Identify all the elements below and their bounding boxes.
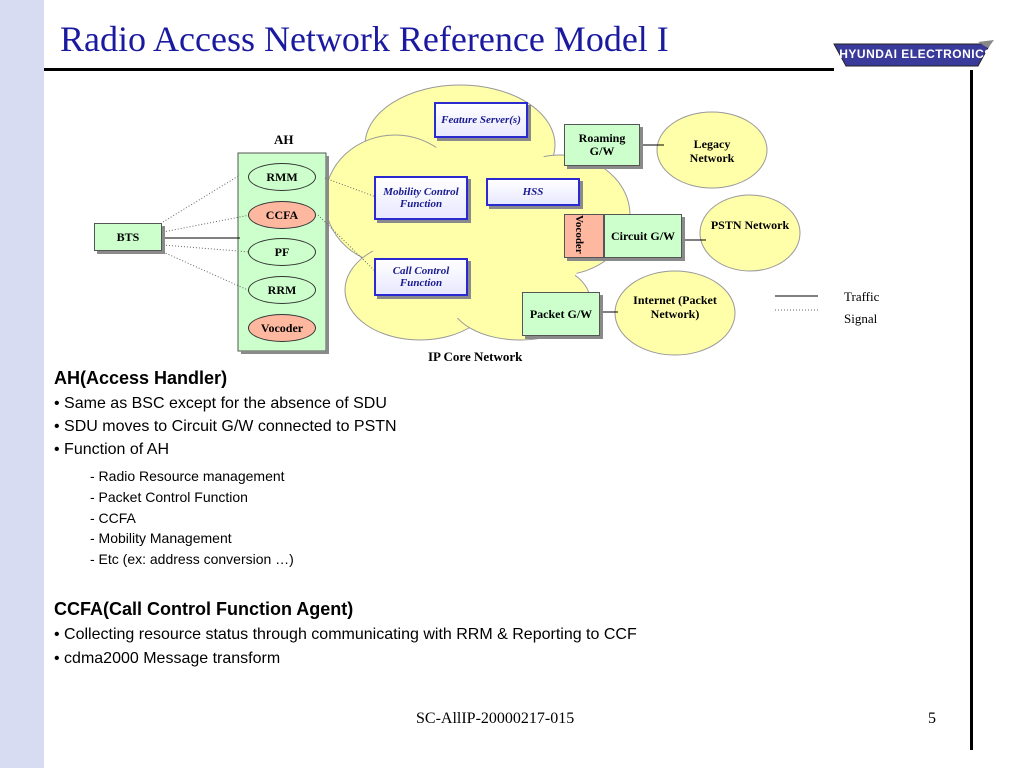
ah-label: AH bbox=[274, 132, 294, 147]
ah-bullet-2: • SDU moves to Circuit G/W connected to … bbox=[54, 418, 397, 435]
ah-heading: AH(Access Handler) bbox=[54, 368, 228, 388]
legend-signal: Signal bbox=[844, 311, 878, 326]
ah-function-ccfa: CCFA bbox=[248, 201, 316, 229]
call-control-box: Call Control Function bbox=[374, 258, 468, 296]
feature-server-box: Feature Server(s) bbox=[434, 102, 528, 138]
ah-function-vocoder: Vocoder bbox=[248, 314, 316, 342]
title-underline bbox=[44, 68, 834, 71]
ah-subitem-4: - Mobility Management bbox=[90, 530, 232, 546]
mobility-control-box: Mobility Control Function bbox=[374, 176, 468, 220]
page-number: 5 bbox=[928, 710, 936, 727]
traffic-lines bbox=[163, 144, 818, 313]
ah-function-rrm: RRM bbox=[248, 276, 316, 304]
gw-vocoder-box: Vocoder bbox=[564, 214, 604, 258]
ip-core-label: IP Core Network bbox=[428, 349, 523, 364]
internet-label: Internet (Packet Network) bbox=[633, 293, 717, 321]
slide-title: Radio Access Network Reference Model I bbox=[60, 19, 669, 59]
legacy-network-label: Legacy Network bbox=[689, 137, 735, 165]
ccfa-bullet-1: • Collecting resource status through com… bbox=[54, 626, 637, 643]
signal-lines bbox=[162, 174, 818, 311]
footer-doc-id: SC-AllIP-20000217-015 bbox=[416, 710, 575, 727]
ah-function-pf: PF bbox=[248, 238, 316, 266]
ah-subitem-2: - Packet Control Function bbox=[90, 489, 248, 505]
ah-function-rmm: RMM bbox=[248, 163, 316, 191]
slide-sidebar bbox=[0, 0, 44, 768]
gw-vocoder-label: Vocoder bbox=[573, 215, 585, 254]
legacy-cloud bbox=[656, 111, 768, 189]
hyundai-logo bbox=[833, 40, 994, 67]
ah-subitem-3: - CCFA bbox=[90, 510, 136, 526]
packet-gw-box: Packet G/W bbox=[522, 292, 600, 336]
legend-traffic: Traffic bbox=[844, 289, 880, 304]
internet-cloud bbox=[614, 270, 736, 356]
pstn-cloud bbox=[699, 194, 801, 272]
ah-subitem-5: - Etc (ex: address conversion …) bbox=[90, 551, 294, 567]
pstn-network-label: PSTN Network bbox=[710, 218, 790, 232]
ah-bullet-1: • Same as BSC except for the absence of … bbox=[54, 395, 387, 412]
ah-subitem-1: - Radio Resource management bbox=[90, 468, 285, 484]
right-border-line bbox=[970, 70, 973, 750]
ccfa-bullet-2: • cdma2000 Message transform bbox=[54, 650, 281, 667]
ah-bullet-3: • Function of AH bbox=[54, 441, 169, 458]
circuit-gw-box: Circuit G/W bbox=[604, 214, 682, 258]
roaming-gw-box: Roaming G/W bbox=[564, 124, 640, 166]
ccfa-heading: CCFA(Call Control Function Agent) bbox=[54, 599, 354, 619]
bts-box: BTS bbox=[94, 223, 162, 251]
logo-text: HYUNDAI ELECTRONICS bbox=[839, 47, 993, 61]
hss-box: HSS bbox=[486, 178, 580, 206]
